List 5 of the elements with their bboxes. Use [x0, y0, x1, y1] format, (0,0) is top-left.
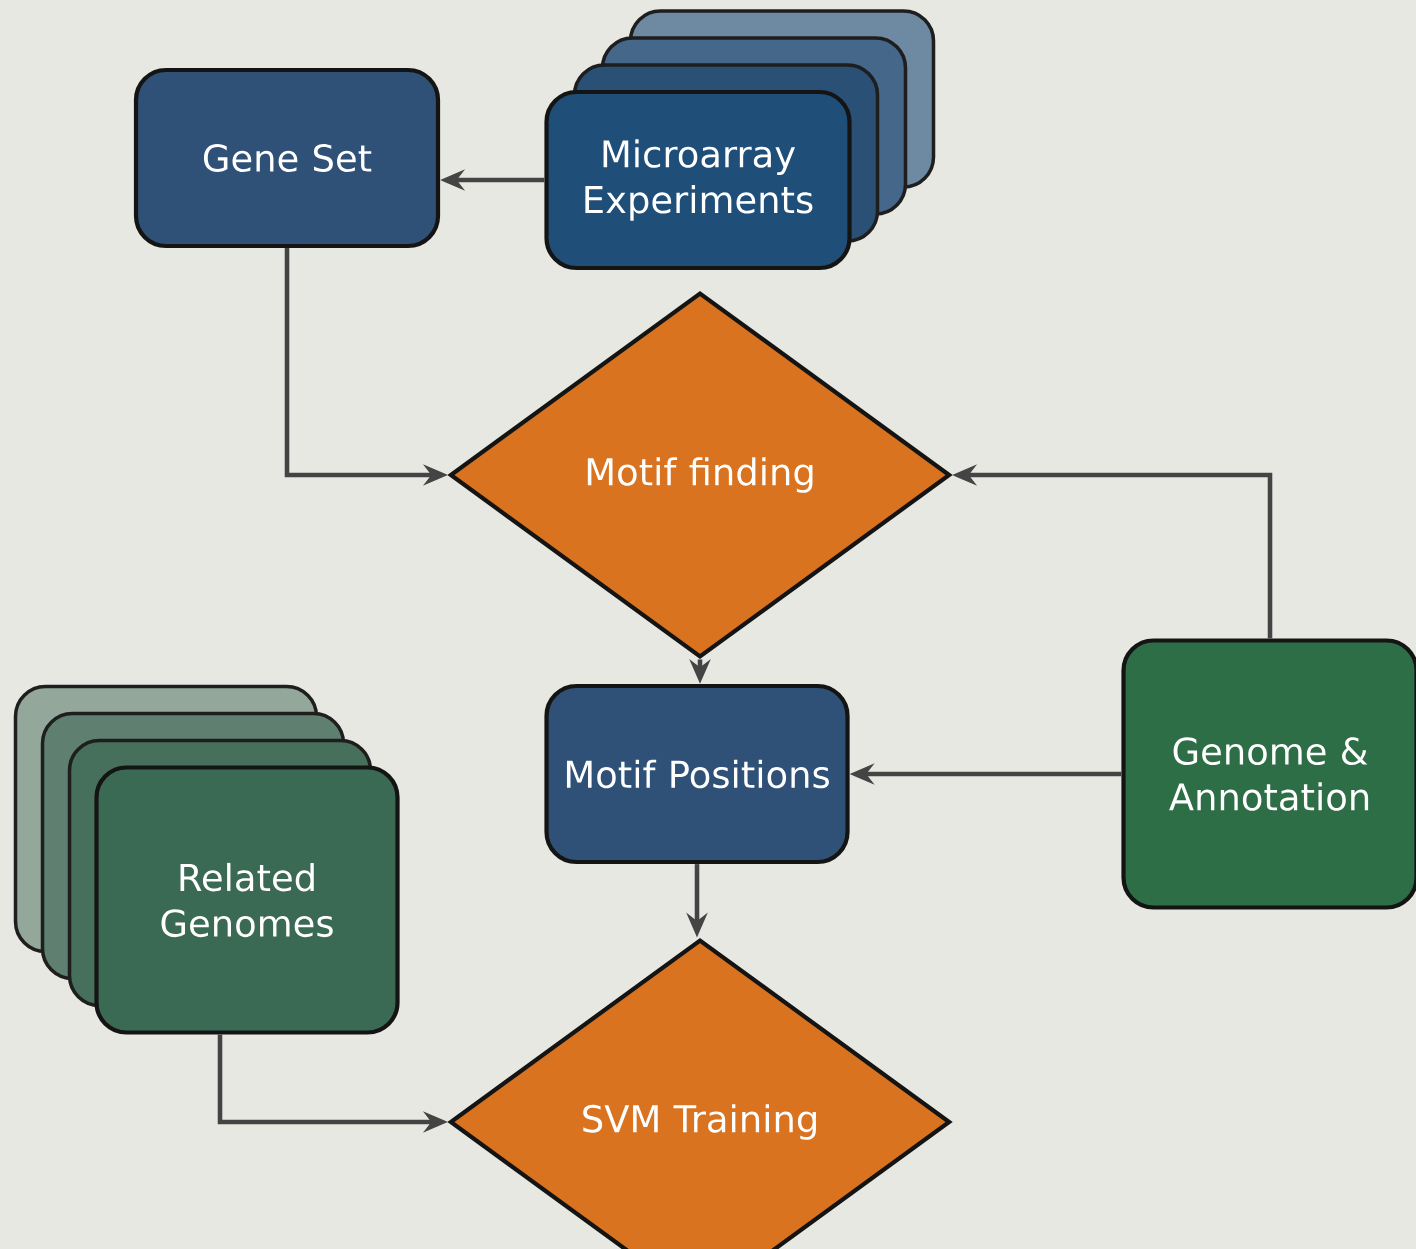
stacked-box: Microarray Experiments [544, 9, 936, 271]
stacked-box: Related Genomes [13, 684, 400, 1035]
process-box: Genome & Annotation [1121, 638, 1416, 910]
process-box: Gene Set [133, 67, 441, 249]
process-box: Motif Positions [544, 683, 850, 865]
